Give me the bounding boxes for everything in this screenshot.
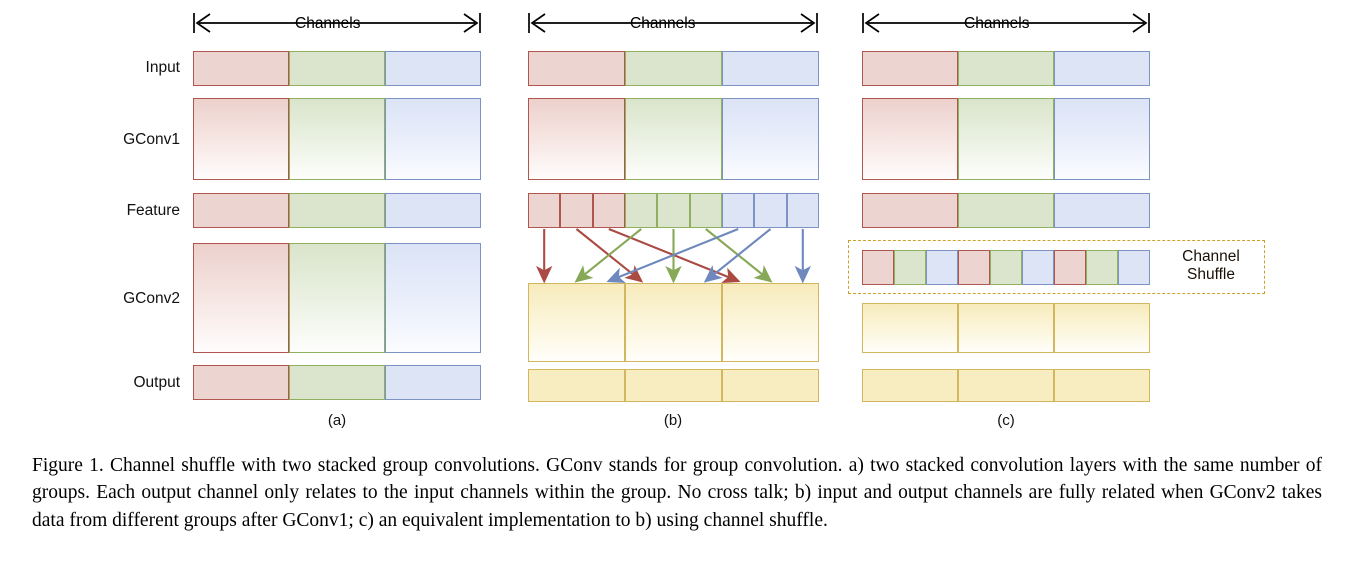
row-label-feature: Feature — [126, 202, 180, 219]
shuffle-arrow-b2 — [703, 228, 772, 283]
panel-c-gconv2-group-3 — [1054, 303, 1150, 353]
channels-axis-label-a: Channels — [293, 15, 363, 32]
panel-a-gconv2-group-2 — [289, 243, 385, 353]
panel-b-gconv2-group-1 — [528, 283, 625, 362]
panel-c-feature-group-2 — [958, 193, 1054, 228]
channel-shuffle-label-line1: Channel — [1182, 248, 1240, 265]
panel-c-gconv1-group-2 — [958, 98, 1054, 180]
panel-c-feature-group-1 — [862, 193, 958, 228]
panel-a-gconv1-group-1 — [193, 98, 289, 180]
panel-label-b: (b) — [663, 412, 683, 429]
channel-shuffle-box — [848, 240, 1265, 294]
panel-b-gconv2-group-2 — [625, 283, 722, 362]
channel-shuffle-label: Channel Shuffle — [1163, 248, 1259, 285]
panel-a-gconv1-group-2 — [289, 98, 385, 180]
panel-b-feature-cell-2 — [560, 193, 593, 228]
panel-c-input-group-2 — [958, 51, 1054, 86]
panel-c-shuffled-cell-4 — [958, 250, 990, 285]
row-label-gconv1: GConv1 — [123, 131, 180, 148]
panel-a-output-group-2 — [289, 365, 385, 400]
panel-label-c: (c) — [997, 412, 1015, 429]
panel-a-input-group-3 — [385, 51, 481, 86]
panel-b-feature-cell-4 — [625, 193, 658, 228]
panel-a-feature-group-2 — [289, 193, 385, 228]
panel-c-shuffled-cell-6 — [1022, 250, 1054, 285]
panel-a-gconv1-group-3 — [385, 98, 481, 180]
panel-a-feature-group-3 — [385, 193, 481, 228]
panel-b-output-group-1 — [528, 369, 625, 402]
shuffle-arrow-g3 — [705, 228, 773, 283]
panel-b-feature-cell-9 — [786, 193, 819, 228]
panel-a-input-group-2 — [289, 51, 385, 86]
shuffle-arrow-r3 — [608, 228, 741, 283]
panel-b-feature-cell-7 — [722, 193, 755, 228]
channels-axis-label-b: Channels — [628, 15, 698, 32]
panel-a-output-group-3 — [385, 365, 481, 400]
panel-c-gconv2-group-2 — [958, 303, 1054, 353]
row-label-output: Output — [133, 374, 180, 391]
shuffle-arrow-r2 — [575, 228, 644, 283]
channel-shuffle-arrows — [536, 228, 811, 284]
panel-c-output-group-3 — [1054, 369, 1150, 402]
panel-b-gconv1-group-1 — [528, 98, 625, 180]
figure-canvas: Input GConv1 Feature GConv2 Output Chann… — [123, 13, 1265, 429]
panel-c-input-group-3 — [1054, 51, 1150, 86]
panel-b-gconv1-group-2 — [625, 98, 722, 180]
panel-b-input-group-2 — [625, 51, 722, 86]
panel-b-feature-cell-3 — [592, 193, 625, 228]
panel-b-feature-cell-6 — [689, 193, 722, 228]
panel-c-shuffled-cell-7 — [1054, 250, 1086, 285]
panel-c-gconv1-group-3 — [1054, 98, 1150, 180]
panel-b-feature-cell-5 — [657, 193, 690, 228]
panel-c-output-group-1 — [862, 369, 958, 402]
panel-a-feature-group-1 — [193, 193, 289, 228]
panel-b-output-group-2 — [625, 369, 722, 402]
panel-c-shuffled-cell-8 — [1086, 250, 1118, 285]
shuffle-arrow-g1 — [574, 228, 642, 283]
panel-c-output-group-2 — [958, 369, 1054, 402]
panel-c-input-group-1 — [862, 51, 958, 86]
row-label-input: Input — [145, 59, 180, 76]
figure-caption: Figure 1. Channel shuffle with two stack… — [32, 455, 1322, 531]
panel-c-shuffled-cell-3 — [926, 250, 958, 285]
shuffle-arrow-b1 — [606, 228, 739, 283]
panel-a-input-group-1 — [193, 51, 289, 86]
panel-c-shuffled-cell-9 — [1118, 250, 1150, 285]
channels-axis-label-c: Channels — [962, 15, 1032, 32]
panel-b-gconv1-group-3 — [722, 98, 819, 180]
panel-c-feature-group-3 — [1054, 193, 1150, 228]
panel-label-a: (a) — [327, 412, 347, 429]
panel-b-feature-cell-8 — [754, 193, 787, 228]
row-label-gconv2: GConv2 — [123, 290, 180, 307]
panel-c-gconv2-group-1 — [862, 303, 958, 353]
channel-shuffle-label-line2: Shuffle — [1187, 266, 1235, 284]
panel-b-output-group-3 — [722, 369, 819, 402]
panel-b-feature-cell-1 — [528, 193, 561, 228]
panel-a-gconv2-group-3 — [385, 243, 481, 353]
panel-c-shuffled-cell-5 — [990, 250, 1022, 285]
panel-b-gconv2-group-3 — [722, 283, 819, 362]
panel-c-gconv1-group-1 — [862, 98, 958, 180]
panel-b-input-group-1 — [528, 51, 625, 86]
panel-a-gconv2-group-1 — [193, 243, 289, 353]
panel-a-output-group-1 — [193, 365, 289, 400]
panel-c-shuffled-cell-1 — [862, 250, 894, 285]
panel-b-input-group-3 — [722, 51, 819, 86]
panel-c-shuffled-cell-2 — [894, 250, 926, 285]
